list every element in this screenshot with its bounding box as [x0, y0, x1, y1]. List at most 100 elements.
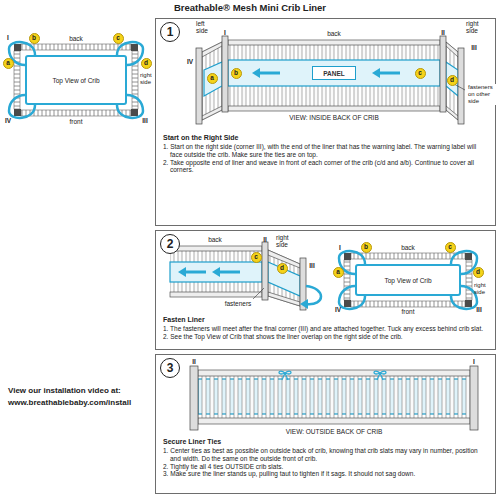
top-view-crib-step2-part [351, 301, 465, 307]
corner-number: II [441, 29, 445, 36]
corner-detail-view-part [262, 242, 268, 300]
step-instruction: 3. Make sure the liner stands up, pullin… [163, 470, 488, 478]
inside-back-view-part [372, 68, 400, 78]
corner-callout: d [277, 263, 288, 274]
view-label: right side [276, 234, 300, 249]
corner-detail-view-part [212, 267, 240, 277]
callout-letter: c [448, 244, 452, 251]
top-view-crib-left [9, 42, 143, 118]
inside-back-view-part [252, 68, 280, 78]
corner-detail-view [170, 242, 321, 310]
callout-letter: a [210, 75, 214, 82]
inside-back-view-part [228, 40, 440, 45]
view-label: back [69, 35, 83, 42]
view-label: left side [196, 20, 218, 35]
inside-back-view-part [228, 106, 440, 111]
corner-callout: c [445, 242, 456, 253]
view-label: front [401, 308, 414, 315]
step-instruction: 2. See the Top View of Crib that shows t… [163, 333, 488, 341]
inside-back-view-part [446, 42, 458, 120]
step-text: Secure Liner Ties1. Center ties as best … [163, 438, 488, 478]
callout-letter: d [280, 265, 284, 272]
corner-detail-view-part [306, 286, 321, 304]
panel-label: PANEL [312, 66, 356, 80]
view-label: front [69, 118, 82, 125]
inside-back-view [196, 36, 465, 124]
callout-letter: d [450, 77, 454, 84]
corner-detail-view-part [178, 267, 206, 277]
view-label: VIEW: INSIDE BACK OF CRIB [289, 114, 378, 121]
box-text: Top View of Crib [384, 277, 431, 284]
step-number: 3 [160, 358, 180, 378]
step-number-text: 1 [167, 25, 174, 39]
top-view-crib-left-part [21, 110, 131, 116]
view-label: fasteners on other side [467, 84, 496, 105]
top-view-crib-step2-part [466, 260, 472, 300]
callout-letter: b [234, 70, 238, 77]
corner-callout: d [447, 75, 458, 86]
corner-detail-view-part [170, 262, 262, 282]
corner-detail-view-part [170, 292, 262, 297]
top-view-crib-step2 [339, 251, 477, 309]
corner-callout: b [29, 33, 40, 44]
box-text: Top View of Crib [52, 77, 99, 84]
outside-back-view-part [374, 371, 386, 380]
outside-back-view-part [190, 366, 198, 430]
corner-number: III [309, 262, 314, 269]
corner-callout: a [333, 267, 344, 278]
step-heading: Secure Liner Ties [163, 438, 488, 446]
title-text: Breathable® Mesh Mini Crib Liner [174, 3, 326, 14]
outside-back-view [190, 366, 478, 430]
corner-callout: b [361, 242, 372, 253]
step-number-text: 2 [167, 237, 174, 251]
corner-callout: b [231, 68, 242, 79]
corner-number: II [263, 236, 267, 243]
step-heading: Fasten Liner [163, 316, 488, 324]
corner-detail-view-part [170, 251, 262, 292]
view-label: back [208, 236, 222, 243]
outside-back-view-part [198, 376, 470, 418]
callout-letter: b [364, 244, 368, 251]
corner-number: I [7, 34, 9, 41]
inside-back-view-part [228, 60, 440, 86]
corner-number: III [471, 44, 476, 51]
corner-callout: d [141, 58, 152, 69]
corner-detail-view-part [268, 262, 300, 296]
callout-letter: c [254, 254, 258, 261]
inside-back-view-part [446, 62, 458, 96]
top-view-box: Top View of Crib [25, 55, 127, 105]
outside-back-view-part [470, 366, 478, 430]
inside-back-view-part [196, 48, 202, 124]
callout-letter: d [476, 269, 480, 276]
view-label: right side [466, 20, 492, 35]
inside-back-view-part [202, 42, 222, 57]
top-view-crib-left-part [14, 51, 20, 109]
view-label: back [401, 244, 415, 251]
top-view-crib-step2-part [351, 253, 465, 259]
corner-number: I [473, 358, 475, 365]
top-view-crib-left-part [21, 44, 131, 50]
inside-back-view-part [228, 45, 440, 106]
view-label: right side [474, 282, 494, 296]
step-instruction: 1. Center ties as best as possible on ou… [163, 447, 488, 462]
corner-number: IV [335, 306, 341, 313]
inside-back-view-part [204, 62, 222, 96]
top-view-crib-step2-part [344, 260, 350, 300]
step-panel: Fasten Liner1. The fasteners will meet a… [155, 230, 496, 350]
step-text: Fasten Liner1. The fasteners will meet a… [163, 316, 488, 341]
step-number: 2 [160, 234, 180, 254]
outside-back-view-part [279, 371, 291, 380]
corner-number: I [224, 29, 226, 36]
view-label: right side [140, 72, 155, 86]
video-note: www.breathablebaby.com/install [8, 398, 131, 407]
top-view-box: Top View of Crib [355, 264, 461, 296]
corner-callout: c [113, 33, 124, 44]
step-instruction: 1. Start on the right side (corner III),… [163, 143, 488, 158]
step-instruction: 2. Take opposite end of liner and weave … [163, 159, 488, 174]
corner-number: I [339, 244, 341, 251]
corner-callout: c [415, 68, 426, 79]
step-panel: Secure Liner Ties1. Center ties as best … [155, 354, 496, 494]
callout-letter: a [336, 269, 340, 276]
corner-detail-view-part [170, 246, 262, 251]
